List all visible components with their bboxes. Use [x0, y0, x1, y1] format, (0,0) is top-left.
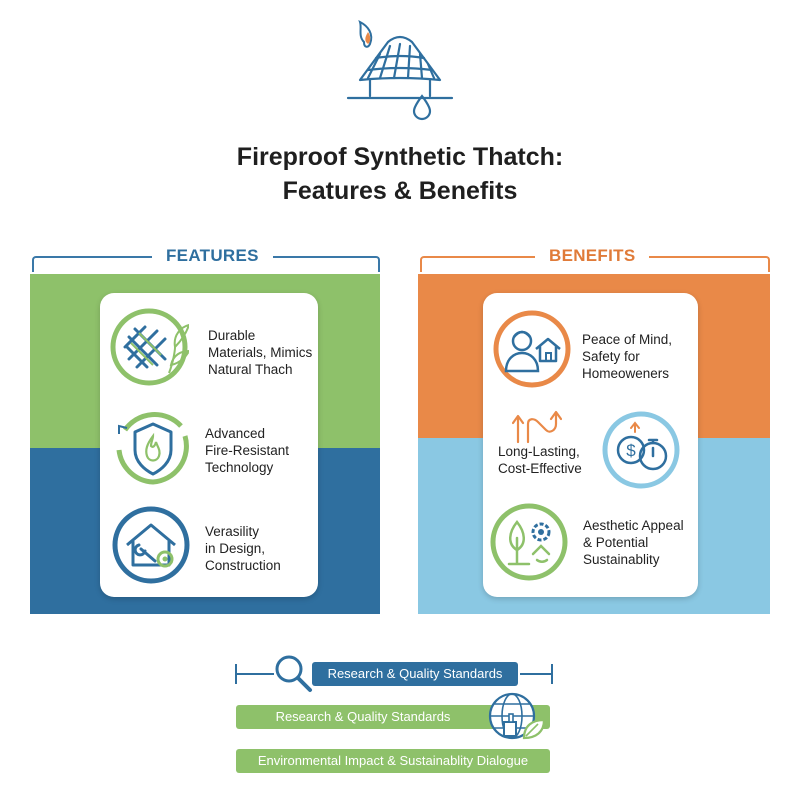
benefit-item-3-text: Aesthetic Appeal & Potential Sustainabli… — [583, 517, 684, 568]
tree-gear-recycle-icon — [490, 503, 568, 581]
feature-item-1-line-2: Materials, Mimics — [208, 345, 313, 360]
benefit-item-2-text: Long-Lasting, Cost-Effective — [498, 443, 582, 477]
benefit-item-2-line-1: Long-Lasting, — [498, 444, 580, 459]
globe-factory-leaf-icon — [488, 692, 546, 740]
benefit-item-1-line-1: Peace of Mind, — [582, 332, 673, 347]
research-quality-bar-blue: Research & Quality Standards — [312, 662, 518, 686]
feature-item-1-text: Durable Materials, Mimics Natural Thach — [208, 327, 312, 378]
feature-item-1-line-1: Durable — [208, 328, 256, 343]
benefit-item-1-line-3: Homeoweners — [582, 366, 670, 381]
benefit-item-3-line-2: & Potential — [583, 535, 649, 550]
dollar-stopwatch-icon: $ — [602, 411, 680, 489]
thatch-roof-fire-water-icon — [346, 20, 454, 121]
feature-item-3-line-1: Verasility — [205, 524, 260, 539]
benefit-item-3-line-3: Sustainablity — [583, 552, 660, 567]
environmental-impact-bar: Environmental Impact & Sustainablity Dia… — [236, 749, 550, 773]
feature-item-1-line-3: Natural Thach — [208, 362, 293, 377]
feature-item-3-text: Verasility in Design, Construction — [205, 523, 281, 574]
bracket-right-icon — [520, 664, 553, 684]
fire-shield-icon — [116, 411, 189, 485]
features-header: FEATURES — [152, 244, 273, 268]
title-line-2: Features & Benefits — [282, 177, 518, 205]
search-icon — [275, 655, 312, 692]
woven-thatch-leaf-icon — [110, 308, 189, 386]
benefit-item-1-line-2: Safety for — [582, 349, 640, 364]
house-wrench-gear-icon — [112, 506, 190, 584]
benefits-header: BENEFITS — [535, 244, 650, 268]
feature-item-3-line-3: Construction — [205, 558, 281, 573]
benefits-card — [483, 293, 698, 597]
feature-item-3-line-2: in Design, — [205, 541, 266, 556]
title-line-1: Fireproof Synthetic Thatch: — [236, 143, 564, 171]
upward-arrows-icon — [512, 410, 562, 444]
page-title: Fireproof Synthetic Thatch: Features & B… — [0, 140, 800, 208]
person-house-icon — [493, 310, 571, 388]
feature-item-2-line-1: Advanced — [205, 426, 266, 441]
feature-item-2-line-2: Fire-Resistant — [205, 443, 290, 458]
feature-item-2-line-3: Technology — [205, 460, 274, 475]
benefit-item-3-line-1: Aesthetic Appeal — [583, 518, 684, 533]
benefit-item-1-text: Peace of Mind, Safety for Homeoweners — [582, 331, 672, 382]
svg-text:$: $ — [626, 441, 636, 460]
benefit-item-2-line-2: Cost-Effective — [498, 461, 582, 476]
research-quality-bar-green-label: Research & Quality Standards — [275, 709, 451, 724]
feature-item-2-text: Advanced Fire-Resistant Technology — [205, 425, 289, 476]
bracket-left-icon — [235, 664, 274, 684]
